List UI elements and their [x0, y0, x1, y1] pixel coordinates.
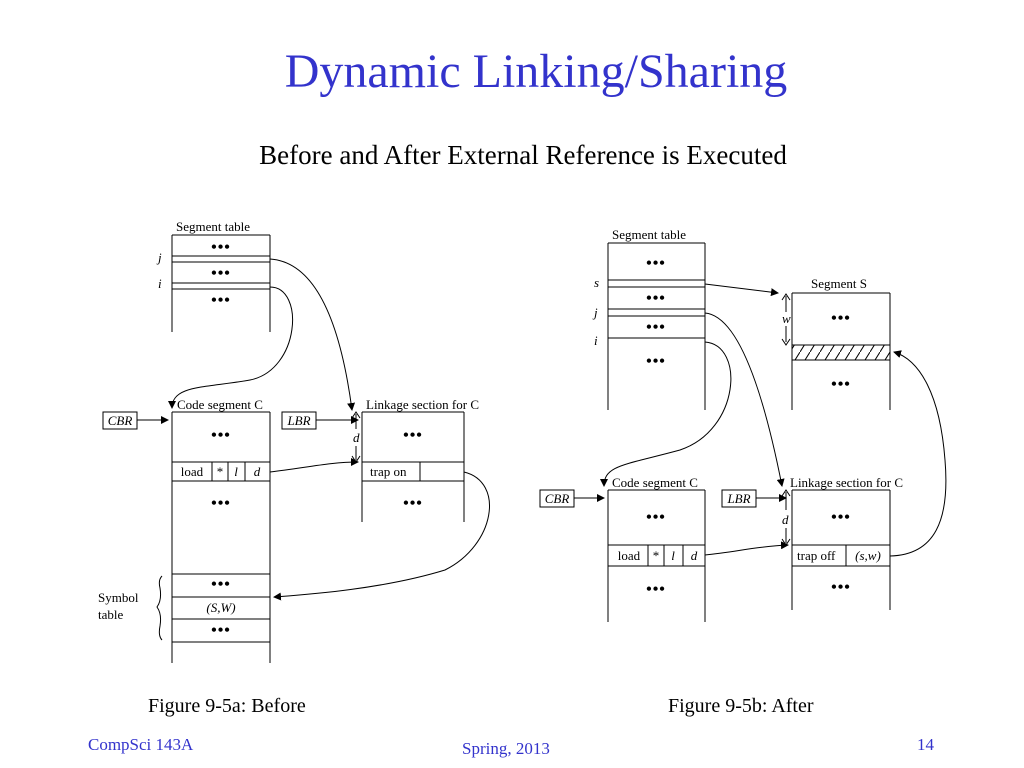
after-seg-dots-4: •••	[646, 353, 666, 370]
after-arrow-d-to-trap	[704, 541, 789, 556]
before-cbr-label: CBR	[108, 413, 133, 428]
before-load-cell-star: *	[217, 464, 224, 479]
before-link-dots-1: •••	[403, 427, 423, 444]
after-w-label: w	[782, 311, 791, 326]
before-seg-dots-1: •••	[211, 239, 231, 256]
after-row-label-s: s	[594, 275, 599, 290]
before-symbol-table-label-2: table	[98, 607, 123, 622]
after-seg-dots-2: •••	[646, 290, 666, 307]
after-row-label-i: i	[594, 333, 598, 348]
after-load-cell-star: *	[653, 548, 660, 563]
after-lbr-label: LBR	[726, 491, 750, 506]
after-segs-dots-1: •••	[831, 310, 851, 327]
before-code-dots-1: •••	[211, 427, 231, 444]
after-arrow-j-to-linkage	[704, 312, 785, 487]
after-segment-s-label: Segment S	[811, 276, 867, 291]
after-arrow-s-to-segment-s	[704, 283, 779, 297]
after-code-dots-1: •••	[646, 509, 666, 526]
before-load-cell-op: load	[181, 464, 204, 479]
after-arrow-trap-to-segment-s	[889, 350, 947, 557]
after-cbr-label: CBR	[545, 491, 570, 506]
before-arrow-trap-to-symbol	[273, 471, 490, 601]
before-row-label-i: i	[158, 276, 162, 291]
after-load-cell-d: d	[691, 548, 698, 563]
caption-after: Figure 9-5b: After	[668, 695, 814, 717]
before-symbol-entry: (S,W)	[206, 600, 235, 615]
after-code-segment-label: Code segment C	[612, 475, 698, 490]
after-code-dots-2: •••	[646, 581, 666, 598]
after-link-dots-2: •••	[831, 579, 851, 596]
before-lbr-label: LBR	[286, 413, 310, 428]
after-segment-table-label: Segment table	[612, 227, 686, 242]
after-segment-table	[607, 242, 706, 410]
after-code-segment	[607, 489, 706, 622]
before-segment-table-label: Segment table	[176, 219, 250, 234]
caption-before: Figure 9-5a: Before	[148, 695, 306, 717]
before-seg-dots-3: •••	[211, 292, 231, 309]
before-arrow-i-to-code	[168, 286, 294, 409]
after-d-label: d	[782, 512, 789, 527]
before-linkage-label: Linkage section for C	[366, 397, 479, 412]
before-symbol-table-label-1: Symbol	[98, 590, 139, 605]
before-segment-table	[171, 234, 271, 332]
footer-page-number: 14	[917, 735, 934, 754]
before-sym-dots-2: •••	[211, 622, 231, 639]
after-arrow-i-to-code	[600, 341, 732, 487]
before-row-label-j: j	[156, 250, 162, 265]
after-linkage-section	[791, 489, 891, 610]
before-diagram: Segment table ••• ••• ••• j i CBR Code s…	[98, 219, 490, 663]
before-sym-dots-1: •••	[211, 576, 231, 593]
before-arrow-j-to-linkage	[269, 258, 356, 411]
after-row-label-j: j	[592, 305, 598, 320]
slide-subtitle: Before and After External Reference is E…	[259, 140, 787, 170]
footer-term: Spring, 2013	[462, 739, 550, 758]
after-diagram: Segment table ••• ••• ••• ••• s j i Segm…	[539, 227, 947, 622]
before-arrow-d-to-trap	[269, 458, 359, 473]
before-code-dots-2: •••	[211, 495, 231, 512]
after-link-dots-1: •••	[831, 509, 851, 526]
before-trap-text: trap on	[370, 464, 407, 479]
before-d-label: d	[353, 430, 360, 445]
footer-course: CompSci 143A	[88, 735, 194, 754]
before-code-segment-label: Code segment C	[177, 397, 263, 412]
after-seg-dots-1: •••	[646, 255, 666, 272]
before-load-cell-d: d	[254, 464, 261, 479]
slide-title: Dynamic Linking/Sharing	[284, 45, 788, 98]
before-seg-dots-2: •••	[211, 265, 231, 282]
after-trap-text: trap off	[797, 548, 836, 563]
after-linkage-label: Linkage section for C	[790, 475, 903, 490]
before-linkage-section	[361, 411, 465, 522]
before-link-dots-2: •••	[403, 495, 423, 512]
after-load-cell-l: l	[671, 548, 675, 563]
after-trap-addr: (s,w)	[855, 548, 881, 563]
before-symbol-table-brace	[156, 575, 163, 641]
after-load-cell-op: load	[618, 548, 641, 563]
before-load-cell-l: l	[234, 464, 238, 479]
after-segs-dots-2: •••	[831, 376, 851, 393]
after-segment-s	[791, 292, 891, 410]
before-code-segment	[171, 411, 271, 663]
after-seg-dots-3: •••	[646, 319, 666, 336]
